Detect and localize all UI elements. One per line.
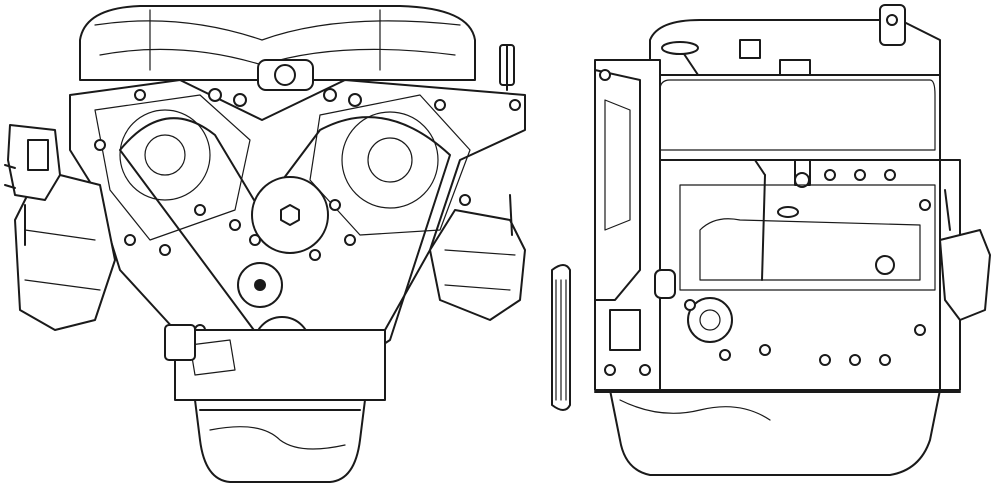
engine-side-view (540, 0, 1000, 492)
engine-front-illustration (4, 5, 526, 483)
engine-front-view (4, 5, 526, 483)
engine-side-illustration (551, 4, 991, 476)
